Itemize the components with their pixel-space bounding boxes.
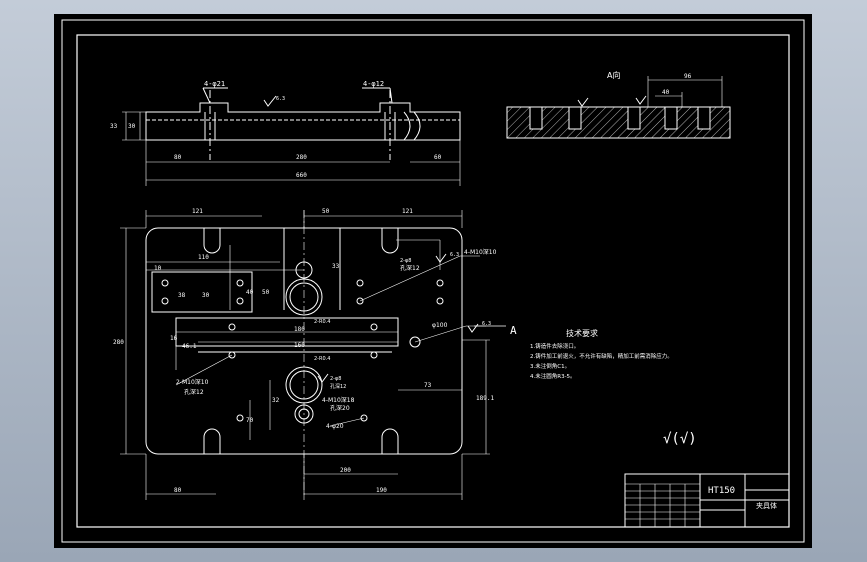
plan-dim-50: 50 [262, 289, 270, 296]
general-roughness-symbol: √(√) [663, 431, 697, 447]
plan-dim-180: 180 [294, 326, 305, 333]
tech-req-item-1: 1.铸造件去除浇口。 [530, 342, 579, 350]
plan-dim-left-height: 280 [113, 339, 124, 346]
plan-dim-38: 38 [178, 292, 186, 299]
plan-dim-46: 46.1 [182, 343, 197, 350]
plan-dim-bottom-mid: 200 [340, 467, 351, 474]
top-height-dim: 30 [128, 123, 136, 130]
note-2phi-top: 2-φ8 [400, 258, 411, 264]
roughness-note-2: 6.3 [482, 321, 491, 327]
plan-dim-70: 70 [246, 417, 254, 424]
note-hole-mid: 孔深12 [330, 383, 346, 390]
sheet-outer-border [61, 19, 805, 543]
plan-dim-40: 40 [246, 289, 254, 296]
top-dim-left: 80 [174, 154, 182, 161]
note-m10-center: 4-M10深18 [322, 396, 355, 404]
section-view [506, 76, 731, 139]
top-roughness-label: 6.3 [276, 96, 285, 102]
note-hole-left: 孔深12 [184, 388, 204, 396]
roughness-note-1: 6.3 [450, 252, 459, 258]
plan-dim-30: 30 [202, 292, 210, 299]
title-block-drawing-name: 夹具体 [756, 501, 777, 510]
top-dim-right: 60 [434, 154, 442, 161]
plan-dim-top-left: 121 [192, 208, 203, 215]
section-title: A向 [607, 70, 620, 80]
plan-view [120, 210, 506, 500]
top-holes-left-label: 4-φ21 [204, 80, 225, 88]
top-holes-right-label: 4-φ12 [363, 80, 384, 88]
plan-dim-110: 110 [198, 254, 209, 261]
plan-dim-bottom-right: 190 [376, 487, 387, 494]
note-4phi20: 4-φ20 [326, 423, 344, 430]
note-phi100: φ100 [432, 322, 448, 329]
tech-req-item-3: 3.未注倒角C1。 [530, 362, 570, 370]
note-slot-mid: 2-R0.4 [314, 356, 330, 362]
plan-dim-bottom-left: 80 [174, 487, 182, 494]
plan-dim-160: 160 [294, 342, 305, 349]
plan-dim-16: 16 [170, 335, 178, 342]
section-dim-inner: 40 [662, 89, 670, 96]
top-dim-total: 660 [296, 172, 307, 179]
note-m10-tr: 4-M10深10 [464, 248, 497, 256]
title-block-material: HT150 [708, 486, 735, 496]
tech-req-item-4: 4.未注圆角R3-5。 [530, 372, 576, 380]
plan-dim-right-height: 189.1 [476, 395, 494, 402]
tech-req-item-2: 2.铸件加工前退火，不允许有缺陷，精加工前需消除应力。 [530, 352, 673, 360]
note-hole-center: 孔深20 [330, 404, 350, 412]
note-hole-tr: 孔深12 [400, 264, 420, 272]
plan-dim-10: 10 [154, 265, 162, 272]
plan-dim-32: 32 [272, 397, 280, 404]
tech-req-title: 技术要求 [566, 328, 598, 338]
plan-dim-33: 33 [332, 263, 340, 270]
plan-dim-top-mid: 50 [322, 208, 330, 215]
plan-dim-top-right: 121 [402, 208, 413, 215]
title-block [624, 473, 790, 528]
plan-dim-73: 73 [424, 382, 432, 389]
section-dim-top: 96 [684, 73, 692, 80]
section-letter: A [510, 324, 517, 337]
drawing-sheet [54, 14, 812, 548]
sheet-inner-border [76, 34, 790, 528]
top-view [122, 87, 461, 186]
top-side-dim: 33 [110, 123, 118, 130]
note-m10-left: 2-M10深10 [176, 378, 209, 386]
top-dim-mid: 280 [296, 154, 307, 161]
note-slot-top: 2-R0.4 [314, 319, 330, 325]
note-2phi-mid: 2-φ8 [330, 376, 341, 382]
